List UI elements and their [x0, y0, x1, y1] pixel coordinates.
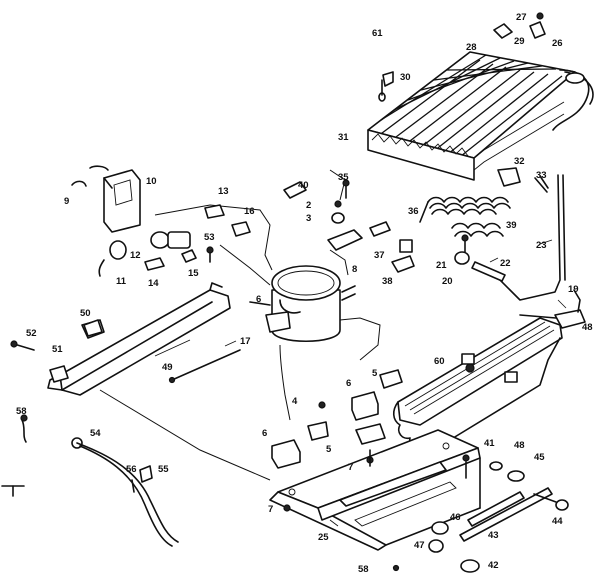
callout-55: 55 — [158, 464, 169, 475]
callout-7-low: 7 — [268, 504, 273, 515]
right-side-fasteners — [428, 454, 569, 573]
callout-12: 12 — [130, 250, 141, 261]
callout-1: 6 — [256, 294, 261, 305]
callout-23: 23 — [536, 240, 547, 251]
callout-58-left: 58 — [16, 406, 27, 417]
evaporator — [367, 51, 594, 181]
callout-29: 29 — [514, 36, 525, 47]
callout-20: 20 — [442, 276, 453, 287]
evaporator-clips — [378, 12, 549, 193]
callout-43: 43 — [488, 530, 499, 541]
callout-61: 61 — [372, 28, 383, 39]
misc-parts — [1, 179, 581, 572]
callout-28: 28 — [466, 42, 477, 53]
callout-52: 52 — [26, 328, 37, 339]
callout-39: 39 — [506, 220, 517, 231]
defrost-terminator — [454, 234, 506, 282]
callout-3: 3 — [306, 213, 311, 224]
condenser — [392, 309, 586, 451]
callout-9: 9 — [64, 196, 69, 207]
callout-18: 48 — [582, 322, 593, 333]
callout-33: 33 — [536, 170, 547, 181]
callout-25: 25 — [318, 532, 329, 543]
callout-5-lower: 5 — [326, 444, 332, 455]
callout-44: 44 — [552, 516, 563, 527]
callout-38: 38 — [382, 276, 393, 287]
callout-35: 35 — [338, 172, 349, 183]
callout-40: 40 — [298, 180, 309, 191]
callout-22: 22 — [500, 258, 511, 269]
callout-7-mid: 7 — [348, 462, 353, 473]
callout-21: 21 — [436, 260, 447, 271]
defrost-heater — [419, 196, 511, 237]
callout-16: 16 — [244, 206, 255, 217]
callout-49: 49 — [162, 362, 173, 373]
callout-14: 14 — [148, 278, 159, 289]
callout-30: 30 — [400, 72, 411, 83]
callout-6-lower: 6 — [262, 428, 267, 439]
callout-53: 53 — [204, 232, 215, 243]
drain-tube — [489, 174, 566, 301]
callout-50: 50 — [80, 308, 91, 319]
callout-5-upper: 5 — [372, 368, 378, 379]
callout-27: 27 — [516, 12, 527, 23]
callout-26: 26 — [552, 38, 563, 49]
callout-19: 19 — [568, 284, 579, 295]
callout-46: 46 — [450, 512, 461, 523]
relay-parts — [98, 204, 251, 277]
base-pan — [269, 423, 481, 551]
callout-51: 51 — [52, 344, 63, 355]
callout-11: 11 — [116, 276, 127, 287]
callout-15: 15 — [188, 268, 199, 279]
callout-60: 60 — [434, 356, 445, 367]
callout-6-upper: 6 — [346, 378, 351, 389]
callout-45: 45 — [534, 452, 545, 463]
callout-labels: 61 30 31 27 28 29 26 32 33 23 19 48 39 3… — [16, 12, 593, 575]
callout-41: 41 — [484, 438, 495, 449]
callout-37: 37 — [374, 250, 385, 261]
callout-8: 8 — [352, 264, 357, 275]
callout-42: 42 — [488, 560, 499, 571]
callout-13: 13 — [218, 186, 229, 197]
callout-54: 54 — [90, 428, 101, 439]
mounting-grommets — [271, 369, 403, 469]
callout-47: 47 — [414, 540, 425, 551]
control-bracket — [71, 165, 141, 233]
front-rail — [10, 282, 241, 396]
compressor — [249, 265, 356, 343]
callout-48: 48 — [514, 440, 525, 451]
callout-17: 17 — [240, 336, 251, 347]
callout-4: 4 — [292, 396, 298, 407]
callout-36: 36 — [408, 206, 419, 217]
callout-31: 31 — [338, 132, 349, 143]
wiring-harness — [99, 169, 381, 481]
callout-56: 56 — [126, 464, 137, 475]
callout-10: 10 — [146, 176, 157, 187]
leader-lines — [154, 239, 567, 527]
callout-58-bottom: 58 — [358, 564, 369, 575]
callout-2: 2 — [306, 200, 311, 211]
callout-32: 32 — [514, 156, 525, 167]
